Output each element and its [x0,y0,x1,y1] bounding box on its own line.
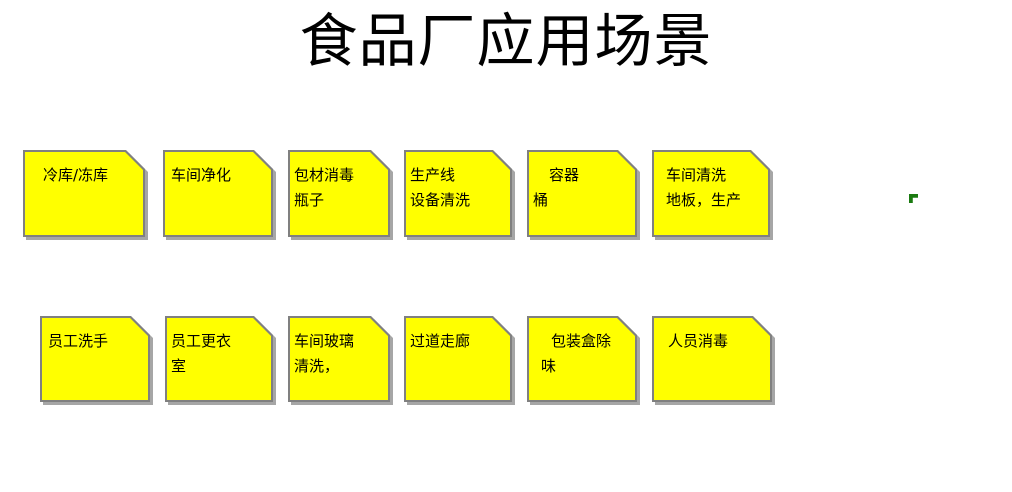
note-card[interactable]: 包装盒除 味 [527,316,637,402]
note-card[interactable]: 冷库/冻库 [23,150,145,237]
note-fill [42,318,148,400]
note-card[interactable]: 过道走廊 [404,316,512,402]
note-card[interactable]: 人员消毒 [652,316,772,402]
note-fill [25,152,143,235]
note-card[interactable]: 包材消毒 瓶子 [288,150,390,237]
note-fill [290,318,388,400]
note-label: 生产线 设备清洗 [410,166,471,209]
note-label: 车间清洗 地板，生产 [666,166,742,209]
note-label: 车间玻璃 清洗， [294,332,355,375]
note-card[interactable]: 车间玻璃 清洗， [288,316,390,402]
note-fill [290,152,388,235]
note-card[interactable]: 车间清洗 地板，生产 [652,150,770,237]
note-card[interactable]: 员工更衣 室 [165,316,273,402]
note-fill [654,152,768,235]
note-fill [165,152,271,235]
note-label: 过道走廊 [410,332,471,350]
note-card[interactable]: 员工洗手 [40,316,150,402]
note-fill [529,152,635,235]
note-fill [406,318,510,400]
note-card[interactable]: 车间净化 [163,150,273,237]
note-card[interactable]: 容器 桶 [527,150,637,237]
note-card[interactable]: 生产线 设备清洗 [404,150,512,237]
note-label: 冷库/冻库 [43,166,109,184]
note-label: 员工更衣 室 [171,332,232,375]
note-label: 包装盒除 味 [541,332,612,375]
note-label: 车间净化 [171,166,232,184]
note-label: 员工洗手 [48,332,109,350]
note-label: 人员消毒 [668,332,729,350]
note-fill [406,152,510,235]
green-corner-marker-icon [909,194,918,203]
note-fill [654,318,770,400]
note-label: 包材消毒 瓶子 [294,166,355,209]
note-fill [529,318,635,400]
note-label: 容器 桶 [533,166,580,209]
note-fill [167,318,271,400]
page-title: 食品厂应用场景 [299,7,713,75]
